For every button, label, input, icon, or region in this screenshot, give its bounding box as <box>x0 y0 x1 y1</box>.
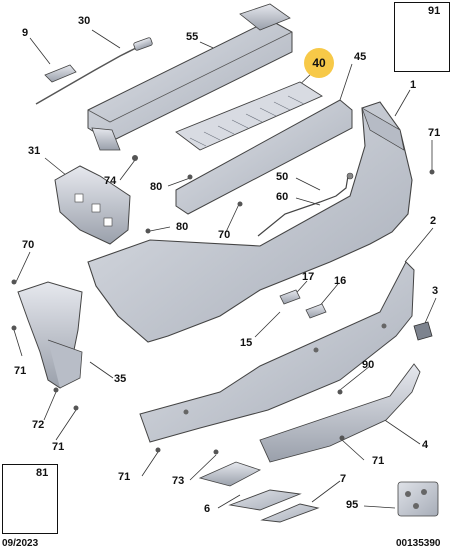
absorber-part-40 <box>175 81 323 151</box>
diffuser-part-2 <box>139 261 415 443</box>
callout-73[interactable]: 73 <box>172 475 185 487</box>
callout-9[interactable]: 9 <box>22 27 29 39</box>
callout-15[interactable]: 15 <box>240 337 253 349</box>
reference-code: 00135390 <box>396 538 441 549</box>
callout-17[interactable]: 17 <box>302 271 315 283</box>
trim-part-7 <box>260 503 320 523</box>
callout-1[interactable]: 1 <box>410 79 417 91</box>
inset-box-91 <box>394 2 450 72</box>
absorber-ribs <box>189 95 305 147</box>
callout-80-mid[interactable]: 80 <box>176 221 189 233</box>
callout-80-top[interactable]: 80 <box>150 181 163 193</box>
callout-81[interactable]: 81 <box>36 467 49 479</box>
callout-31[interactable]: 31 <box>28 145 41 157</box>
bumper-cover-part-1 <box>87 101 413 343</box>
callout-71-left[interactable]: 71 <box>14 365 27 377</box>
callout-70-left[interactable]: 70 <box>22 239 35 251</box>
clip-set-part-95 <box>397 481 439 517</box>
foam-part-45 <box>175 99 353 215</box>
callout-90[interactable]: 90 <box>362 359 375 371</box>
callout-4[interactable]: 4 <box>422 439 429 451</box>
reflector-part-3 <box>413 321 433 341</box>
callout-35[interactable]: 35 <box>114 373 127 385</box>
connector-part-30 <box>133 37 153 51</box>
bracket-part-9 <box>44 64 77 83</box>
callout-16[interactable]: 16 <box>334 275 347 287</box>
callout-50[interactable]: 50 <box>276 171 289 183</box>
callout-71-bottom[interactable]: 71 <box>118 471 131 483</box>
callout-2[interactable]: 2 <box>430 215 437 227</box>
callout-70-mid[interactable]: 70 <box>218 229 231 241</box>
harness-part-50-60 <box>257 175 349 237</box>
callout-3[interactable]: 3 <box>432 285 439 297</box>
callout-91[interactable]: 91 <box>428 5 441 17</box>
callout-45[interactable]: 45 <box>354 51 367 63</box>
cable-part-30 <box>35 45 141 105</box>
highlighted-callout-40[interactable]: 40 <box>304 48 334 78</box>
callout-71-top[interactable]: 71 <box>428 127 441 139</box>
fasteners <box>11 155 435 455</box>
inset-box-81 <box>2 464 58 534</box>
callout-95[interactable]: 95 <box>346 499 359 511</box>
trim-part-73 <box>198 461 262 487</box>
insert-part-4 <box>259 363 421 463</box>
callout-74[interactable]: 74 <box>104 175 117 187</box>
callout-71-bottom-right[interactable]: 71 <box>372 455 385 467</box>
callout-55[interactable]: 55 <box>186 31 199 43</box>
callout-7[interactable]: 7 <box>340 473 347 485</box>
callout-72[interactable]: 72 <box>32 419 45 431</box>
date-code: 09/2023 <box>2 538 39 549</box>
trim-part-6 <box>228 489 302 511</box>
callout-30[interactable]: 30 <box>78 15 91 27</box>
callout-60[interactable]: 60 <box>276 191 289 203</box>
clip-part-16 <box>305 303 327 319</box>
clip-part-17 <box>279 289 301 305</box>
callout-71-bottom-left[interactable]: 71 <box>52 441 65 453</box>
callout-6[interactable]: 6 <box>204 503 211 515</box>
